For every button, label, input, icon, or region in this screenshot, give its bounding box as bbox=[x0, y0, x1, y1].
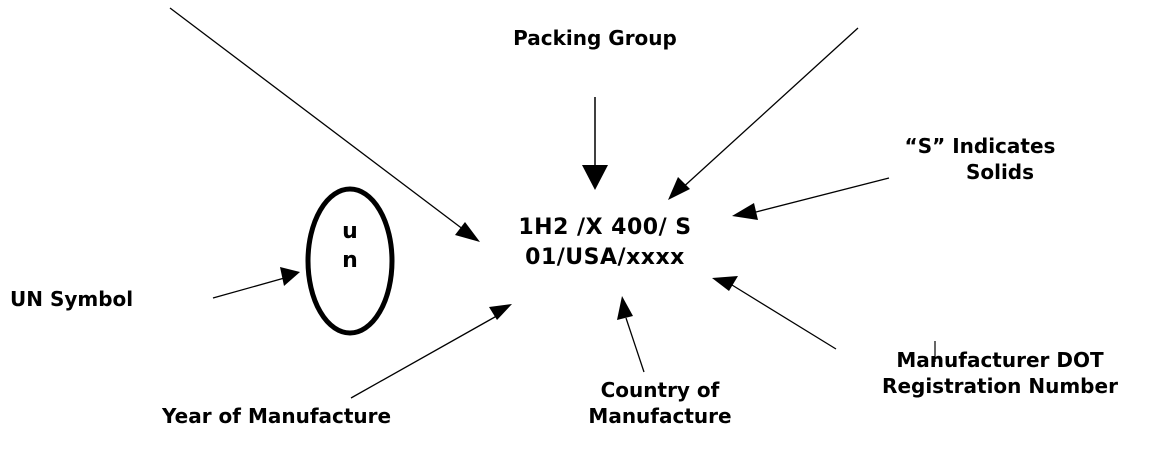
un-symbol-letter-n: n bbox=[342, 248, 358, 273]
arrow-solids bbox=[755, 177, 890, 213]
label-country-line1: Country of bbox=[600, 378, 720, 402]
arrowhead-registration bbox=[712, 276, 738, 291]
arrowhead-year bbox=[489, 304, 512, 320]
arrowhead-top-left bbox=[455, 222, 480, 242]
label-solids-line1: “S” Indicates bbox=[904, 134, 1056, 158]
label-country-line2: Manufacture bbox=[588, 404, 732, 428]
label-country-of-manufacture: Country of Manufacture bbox=[580, 377, 740, 429]
arrowhead-country bbox=[617, 296, 633, 320]
arrow-year bbox=[350, 312, 503, 399]
un-symbol-ellipse bbox=[305, 186, 395, 336]
arrow-top-left bbox=[169, 7, 473, 237]
marking-code-line2: 01/USA/xxxx bbox=[525, 245, 685, 270]
label-registration-number: Manufacturer DOT Registration Number bbox=[855, 347, 1145, 399]
un-symbol-letter-u: u bbox=[342, 219, 358, 244]
arrow-top-right bbox=[679, 27, 859, 191]
marking-code: 1H2 /X 400/ S 01/USA/xxxx bbox=[490, 213, 720, 273]
arrowhead-top-right bbox=[668, 177, 690, 200]
label-solids: “S” Indicates Solids bbox=[870, 133, 1090, 185]
label-year-of-manufacture: Year of Manufacture bbox=[162, 404, 392, 428]
label-un-symbol: UN Symbol bbox=[10, 287, 134, 311]
arrow-country bbox=[625, 317, 645, 373]
arrow-un-symbol bbox=[212, 276, 289, 299]
marking-code-line1: 1H2 /X 400/ S bbox=[518, 215, 692, 240]
arrowhead-un-symbol bbox=[280, 267, 300, 286]
arrowhead-packing-group bbox=[582, 165, 608, 190]
label-packing-group: Packing Group bbox=[513, 26, 677, 50]
arrow-registration bbox=[731, 284, 837, 350]
label-registration-line1: Manufacturer DOT bbox=[896, 348, 1104, 372]
label-solids-line2: Solids bbox=[965, 160, 1035, 184]
arrowhead-solids bbox=[732, 203, 758, 220]
label-registration-line2: Registration Number bbox=[882, 374, 1118, 398]
